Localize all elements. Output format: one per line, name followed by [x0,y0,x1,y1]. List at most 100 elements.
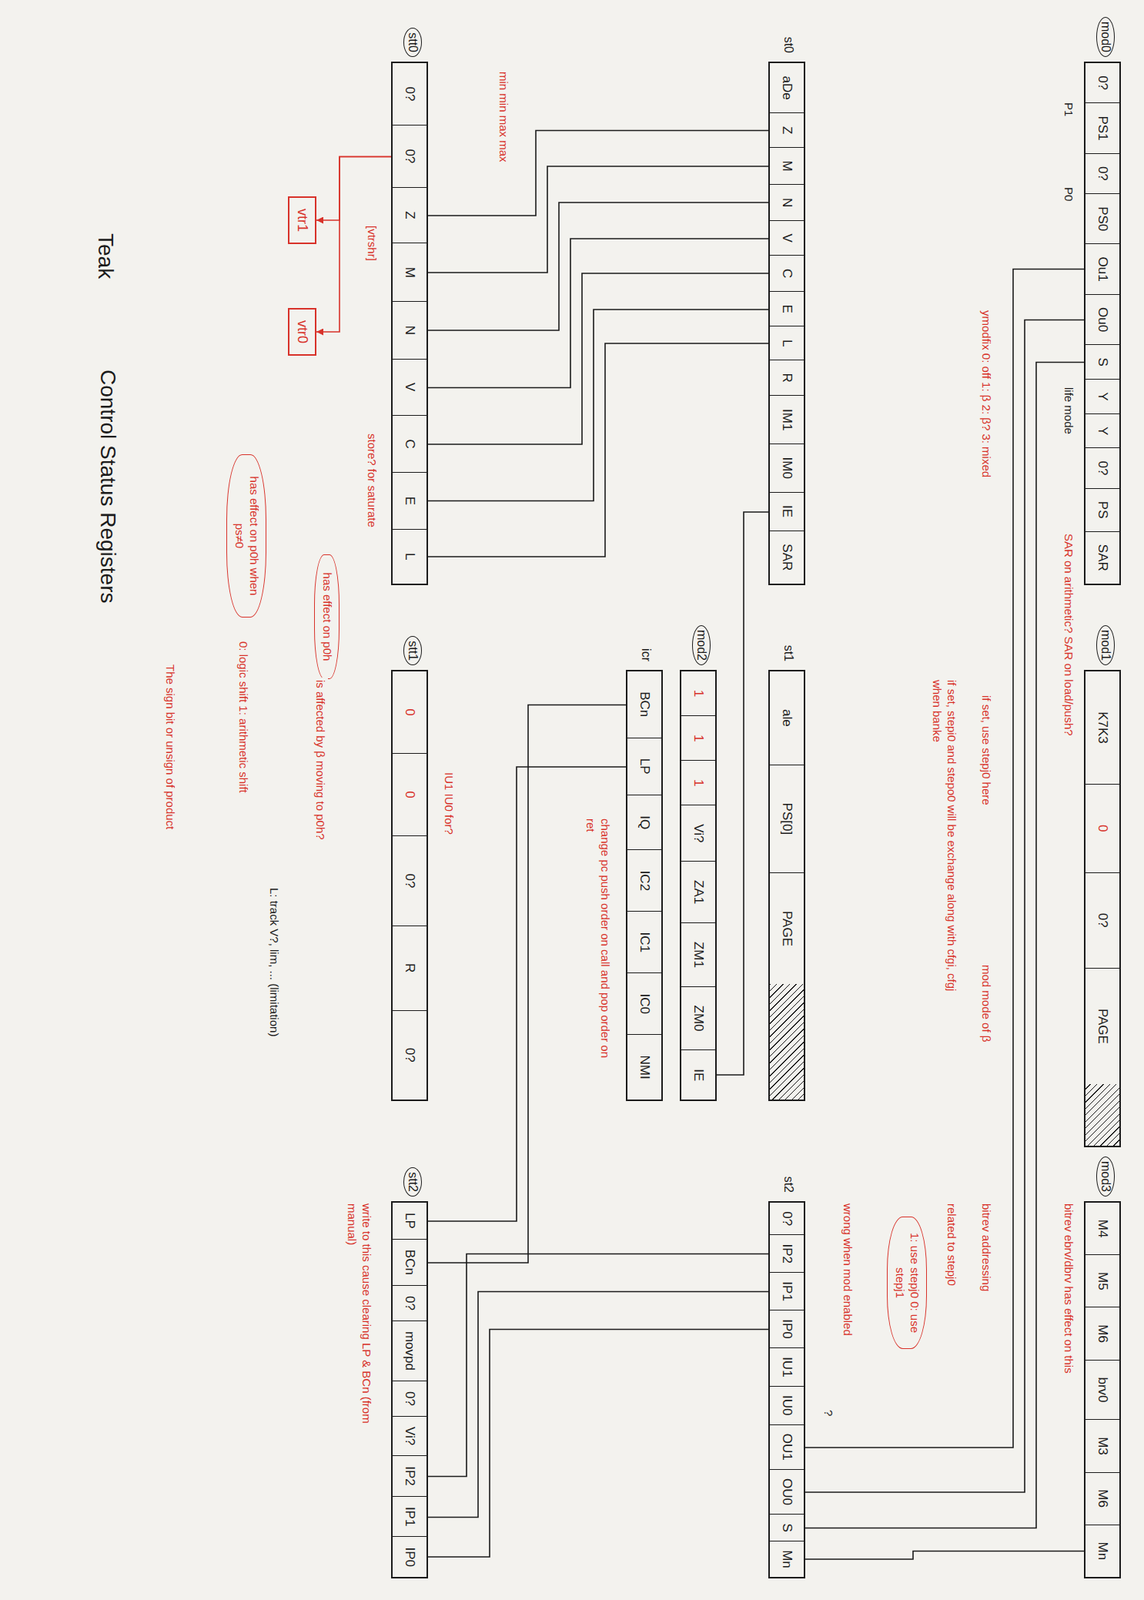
field-label: ZM1 [690,941,706,968]
wire [426,273,770,445]
bit-field: PAGE [1085,968,1120,1084]
bit-field: 0? [1085,153,1120,195]
wire [316,157,393,333]
field-label: 1 [690,734,706,742]
box-label: vtr1 [294,208,311,232]
field-label: IP1 [401,1506,418,1527]
bit-field: V [392,359,427,416]
bit-field: aDe [769,63,804,114]
bit-field: 0 [392,671,427,754]
bit-field: IM0 [769,444,804,493]
bit-field: 0? [392,836,427,927]
bit-field: S [769,1514,804,1542]
bit-field: K7K3 [1085,671,1120,785]
field-label: BCn [636,691,653,717]
bit-field: IC1 [627,911,662,974]
field-label: PAGE [1094,1008,1111,1044]
field-label: M [401,267,418,278]
bit-field: SAR [769,531,804,584]
field-label: IE [690,1068,706,1081]
bit-field: IC0 [627,973,662,1035]
field-label: Z [779,126,795,134]
field-label: 0? [401,86,418,101]
bit-field: Vi? [392,1416,427,1456]
register: st20?IP2IP1IP0IU1IU0OU1OU0SMn [768,1200,806,1579]
field-label: 0 [1094,824,1111,832]
bit-field: 0? [392,1381,427,1417]
bit-field: S [1085,344,1120,380]
field-label: LP [636,758,653,775]
field-label: ZA1 [690,879,706,904]
bit-field: M6 [1085,1472,1120,1526]
field-label: M6 [1094,1488,1111,1508]
bit-field: C [769,255,804,292]
register: icrBCnLPIQIC2IC1IC0NMI [625,669,663,1101]
bit-field: E [769,291,804,328]
field-label: V [401,382,418,392]
field-label: IM0 [779,457,795,479]
bit-field: ZM1 [681,923,716,987]
field-label: PS0 [1094,206,1111,231]
bit-field: M6 [1085,1307,1120,1360]
note: mod mode of β [977,962,994,1044]
field-label: L [401,552,418,560]
note: life mode [1060,384,1077,437]
note: if set, stepi0 and stepo0 will be exchan… [929,677,961,1021]
field-label: 0? [401,1047,418,1063]
bit-field: SAR [1085,531,1120,584]
bit-field: 0? [1085,873,1120,969]
field-label: Ou1 [1094,257,1111,282]
bit-field: LP [627,738,662,796]
bit-field: M4 [1085,1202,1120,1255]
bit-field: movpd [392,1321,427,1382]
field-label: IP2 [779,1243,795,1264]
bit-field: IP0 [392,1536,427,1577]
note: change pc push order on call and pop ord… [582,816,614,1075]
register-name: icr [637,644,655,666]
field-label: S [779,1522,795,1532]
bit-field: IQ [627,795,662,850]
field-label: 0? [1094,461,1111,476]
note: L: track V?, lim, ... (limitation) [265,885,282,1039]
field-label: 0? [401,1295,418,1311]
bit-field: Y [1085,414,1120,449]
field-label: 0? [401,873,418,888]
field-label: PS [1094,501,1111,519]
note: IU1 IU0 for? [440,769,457,837]
bit-field: brv0 [1085,1360,1120,1421]
bit-field: 0? [1085,63,1120,104]
bit-field: 0? [392,1285,427,1322]
bit-field: E [392,472,427,529]
register-name: st0 [779,33,797,57]
bit-field: C [392,415,427,473]
note: 1: use stepj0 0: use stepj1 [887,1216,928,1349]
field-label: BCn [401,1249,418,1275]
field-label: M6 [1094,1324,1111,1343]
bit-field: BCn [392,1239,427,1286]
field-label: SAR [1094,544,1111,572]
field-label: Mn [1094,1542,1111,1561]
bit-field: 0 [392,753,427,837]
bit-field: 1 [681,715,716,761]
field-label: E [779,304,795,313]
field-label: aDe [779,76,795,101]
note: P1 [1060,100,1077,119]
register-name: mod0 [1096,16,1115,57]
field-label: 0? [1094,913,1111,928]
bit-field: IP0 [769,1310,804,1349]
bit-field: IP1 [769,1272,804,1311]
field-label: 0? [1094,75,1111,91]
bit-field: R [392,926,427,1011]
field-label: M4 [1094,1219,1111,1238]
bit-field: IM1 [769,395,804,445]
bit-field: PS [1085,488,1120,532]
field-label: movpd [401,1331,418,1371]
field-label: IQ [636,815,653,830]
register: mod00?PS10?PS0Ou1Ou0SYY0?PSSAR [1083,61,1121,586]
bit-field: Mn [1085,1525,1120,1577]
bit-field: ZM0 [681,986,716,1051]
field-label: IC2 [636,870,653,891]
bit-field: Mn [769,1541,804,1577]
wire [803,362,1086,1529]
register-name: stt1 [403,635,422,666]
